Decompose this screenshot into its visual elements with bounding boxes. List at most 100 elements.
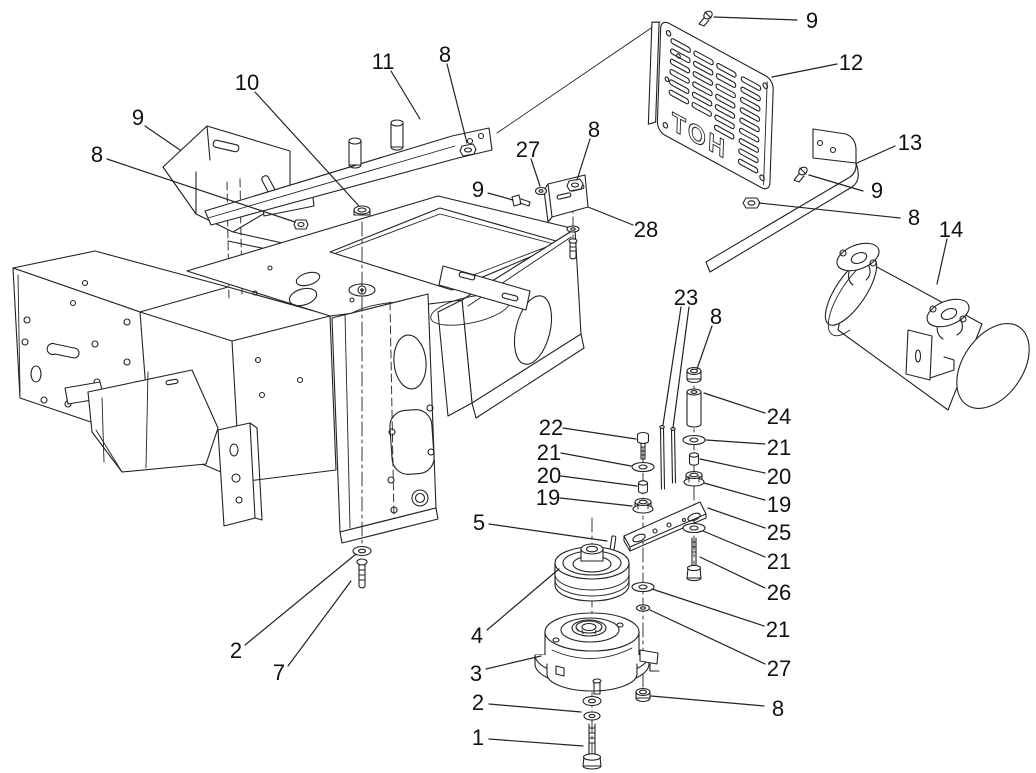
callout-label-5: 5 — [473, 510, 485, 535]
vent-slat — [693, 71, 713, 86]
flange-nut-19-a — [633, 499, 653, 514]
washer-27-b — [637, 605, 650, 611]
leader-line — [704, 483, 765, 500]
leader-line — [531, 159, 540, 186]
callout-label-21: 21 — [537, 440, 561, 465]
support-bracket — [706, 129, 858, 272]
washer-2-bottom — [584, 712, 600, 720]
flange-nut-8 — [460, 144, 476, 156]
vent-slat — [671, 38, 691, 53]
vent-slat — [739, 148, 759, 163]
callout-label-8: 8 — [588, 117, 600, 142]
leader-line — [447, 64, 467, 143]
leader-line — [663, 307, 681, 425]
callout-label-13: 13 — [898, 130, 922, 155]
leader-line — [673, 307, 689, 428]
nut-8-column — [687, 368, 701, 383]
leader-line — [255, 92, 359, 206]
vent-slat — [738, 158, 758, 173]
leader-line — [708, 508, 765, 528]
vent-slat — [715, 104, 735, 119]
leader-line — [245, 554, 356, 645]
flange-nut-19-b — [684, 472, 704, 487]
callout-label-4: 4 — [471, 623, 483, 648]
bolt-1 — [583, 724, 601, 769]
callout-label-9: 9 — [871, 178, 883, 203]
bolt-below-bracket — [569, 239, 577, 243]
spacer-24 — [687, 389, 701, 427]
pulley-4 — [555, 544, 629, 601]
vent-slat — [715, 114, 735, 129]
leader-lines — [107, 17, 947, 746]
callout-label-3: 3 — [470, 661, 482, 686]
leader-line — [772, 64, 837, 77]
vent-slat — [716, 93, 736, 108]
vent-slat — [671, 48, 691, 63]
bolt-9 — [512, 195, 521, 206]
leader-line — [652, 589, 764, 626]
vent-slat — [716, 83, 736, 98]
callout-label-8: 8 — [439, 42, 451, 67]
muffler — [816, 238, 1036, 422]
washer-21-c — [632, 583, 654, 592]
vent-slat — [716, 73, 736, 88]
clutch-tab — [640, 650, 658, 664]
muffler-flange-left — [833, 238, 883, 276]
leader-line — [560, 498, 632, 506]
leader-line — [700, 459, 765, 473]
callout-label-12: 12 — [839, 50, 863, 75]
vent-slats — [668, 38, 761, 174]
washer-27 — [536, 188, 547, 195]
washer-21-b — [683, 436, 705, 445]
washer-2-left — [353, 547, 371, 556]
leader-line — [288, 581, 351, 666]
bolt-22 — [638, 433, 649, 460]
muffler-flange-right — [923, 294, 973, 332]
callout-label-21: 21 — [767, 435, 791, 460]
vent-slat — [693, 81, 713, 96]
key-5 — [610, 536, 616, 550]
callout-label-9: 9 — [806, 8, 818, 33]
vent-slat — [741, 76, 761, 91]
washer-21-d — [683, 524, 705, 533]
pin-23-b — [671, 428, 676, 483]
clutch-3 — [535, 613, 659, 694]
callout-label-9: 9 — [472, 177, 484, 202]
callout-label-8: 8 — [710, 304, 722, 329]
callout-label-22: 22 — [539, 415, 563, 440]
leader-line — [145, 126, 180, 150]
callout-label-21: 21 — [767, 549, 791, 574]
leader-line — [391, 71, 420, 119]
vent-slat — [739, 127, 759, 142]
callout-label-11: 11 — [372, 49, 395, 74]
bolt-26 — [687, 538, 701, 581]
support-bar — [205, 120, 492, 225]
callout-label-14: 14 — [939, 217, 963, 242]
callout-label-8: 8 — [772, 696, 784, 721]
nut-8-bottom — [636, 689, 650, 702]
vent-slat — [669, 89, 689, 104]
vent-slat — [740, 107, 760, 122]
callout-label-23: 23 — [674, 285, 698, 310]
leader-line — [651, 696, 764, 706]
callout-label-20: 20 — [537, 463, 561, 488]
leader-line — [857, 146, 895, 163]
washer-21-a — [632, 463, 654, 472]
callout-label-19: 19 — [767, 492, 791, 517]
leader-line — [704, 393, 765, 413]
bushing-20-a — [639, 481, 648, 493]
idler-plate-25 — [624, 502, 706, 551]
leader-line — [489, 704, 581, 712]
vent-slat — [714, 124, 734, 139]
callout-label-27: 27 — [516, 137, 540, 162]
callout-label-2: 2 — [472, 690, 484, 715]
vent-slat — [739, 138, 759, 153]
vent-panel: TOH — [648, 10, 808, 208]
leader-line — [714, 17, 797, 20]
muffler-bracket — [906, 330, 932, 380]
leader-line — [809, 175, 863, 191]
leader-line — [577, 139, 590, 180]
